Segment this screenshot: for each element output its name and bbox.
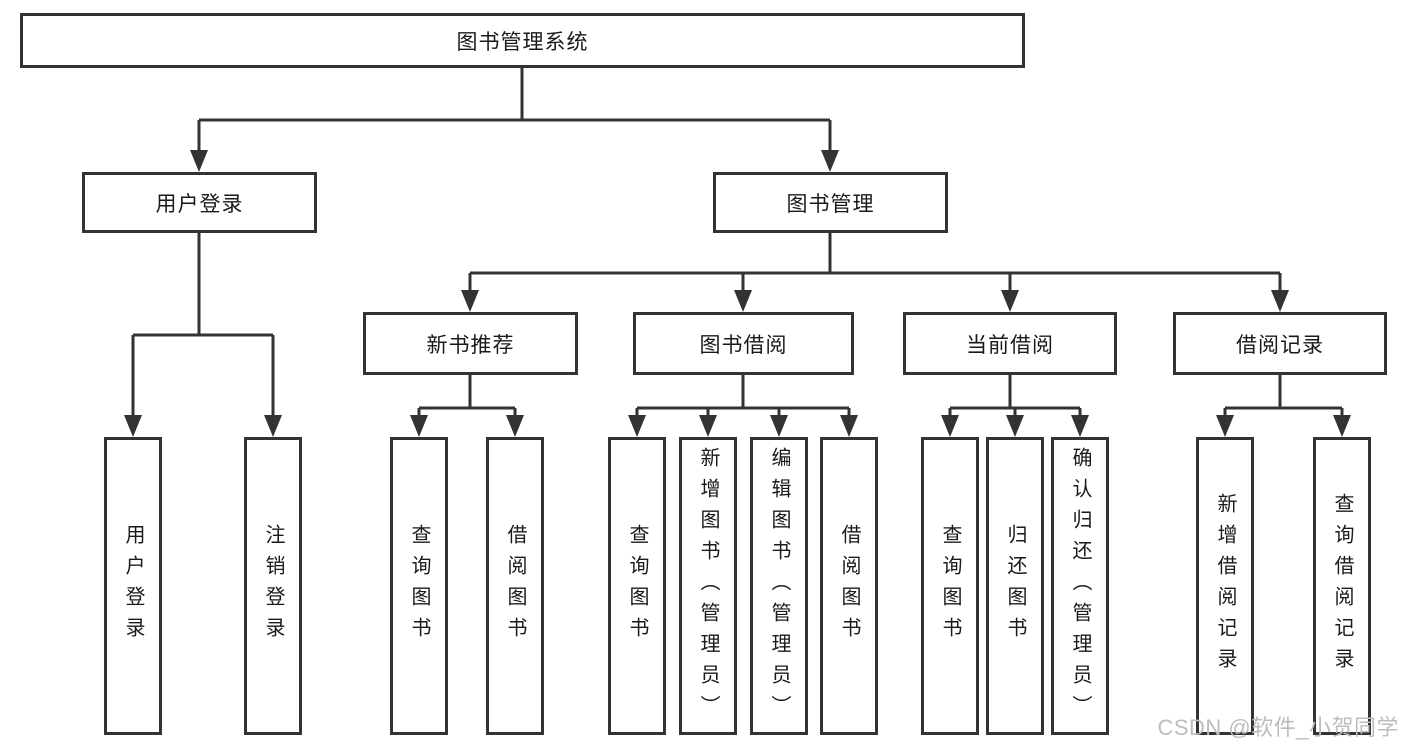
node-book-borrow: 图书借阅 xyxy=(633,312,854,375)
leaf-logout: 注销登录 xyxy=(244,437,302,735)
watermark: CSDN @软件_小贺同学 xyxy=(1157,715,1399,740)
leaf-return-books-label: 归还图书 xyxy=(1004,524,1026,648)
leaf-user-login: 用户登录 xyxy=(104,437,162,735)
leaf-add-books-admin-label: 新增图书（管理员） xyxy=(697,446,719,726)
leaf-edit-books-admin: 编辑图书（管理员） xyxy=(750,437,808,735)
node-book-borrow-label: 图书借阅 xyxy=(699,333,788,357)
leaf-query-books-recommend-label: 查询图书 xyxy=(408,524,430,648)
leaf-query-books-borrow-label: 查询图书 xyxy=(626,524,648,648)
leaf-add-borrow-record: 新增借阅记录 xyxy=(1196,437,1254,735)
node-root-label: 图书管理系统 xyxy=(456,30,589,54)
leaf-confirm-return-admin: 确认归还（管理员） xyxy=(1051,437,1109,735)
node-new-book-recommend: 新书推荐 xyxy=(363,312,578,375)
leaf-user-login-label: 用户登录 xyxy=(122,524,144,648)
node-root: 图书管理系统 xyxy=(20,13,1025,68)
leaf-borrow-books: 借阅图书 xyxy=(820,437,878,735)
leaf-confirm-return-admin-label: 确认归还（管理员） xyxy=(1069,446,1091,726)
node-current-borrow: 当前借阅 xyxy=(903,312,1117,375)
node-new-book-recommend-label: 新书推荐 xyxy=(426,333,515,357)
leaf-query-books-borrow: 查询图书 xyxy=(608,437,666,735)
leaf-borrow-books-recommend: 借阅图书 xyxy=(486,437,544,735)
node-book-management: 图书管理 xyxy=(713,172,948,233)
node-book-management-label: 图书管理 xyxy=(786,192,875,216)
node-user-login-label: 用户登录 xyxy=(155,192,244,216)
leaf-query-borrow-record-label: 查询借阅记录 xyxy=(1331,493,1353,679)
node-current-borrow-label: 当前借阅 xyxy=(966,333,1054,357)
leaf-add-books-admin: 新增图书（管理员） xyxy=(679,437,737,735)
leaf-return-books: 归还图书 xyxy=(986,437,1044,735)
node-borrow-records: 借阅记录 xyxy=(1173,312,1387,375)
node-user-login: 用户登录 xyxy=(82,172,317,233)
leaf-borrow-books-recommend-label: 借阅图书 xyxy=(504,524,526,648)
leaf-query-borrow-record: 查询借阅记录 xyxy=(1313,437,1371,735)
leaf-add-borrow-record-label: 新增借阅记录 xyxy=(1214,493,1236,679)
node-borrow-records-label: 借阅记录 xyxy=(1236,333,1324,357)
leaf-borrow-books-label: 借阅图书 xyxy=(838,524,860,648)
leaf-query-books-current-label: 查询图书 xyxy=(939,524,961,648)
leaf-logout-label: 注销登录 xyxy=(262,524,284,648)
leaf-query-books-current: 查询图书 xyxy=(921,437,979,735)
leaf-edit-books-admin-label: 编辑图书（管理员） xyxy=(768,446,790,726)
leaf-query-books-recommend: 查询图书 xyxy=(390,437,448,735)
